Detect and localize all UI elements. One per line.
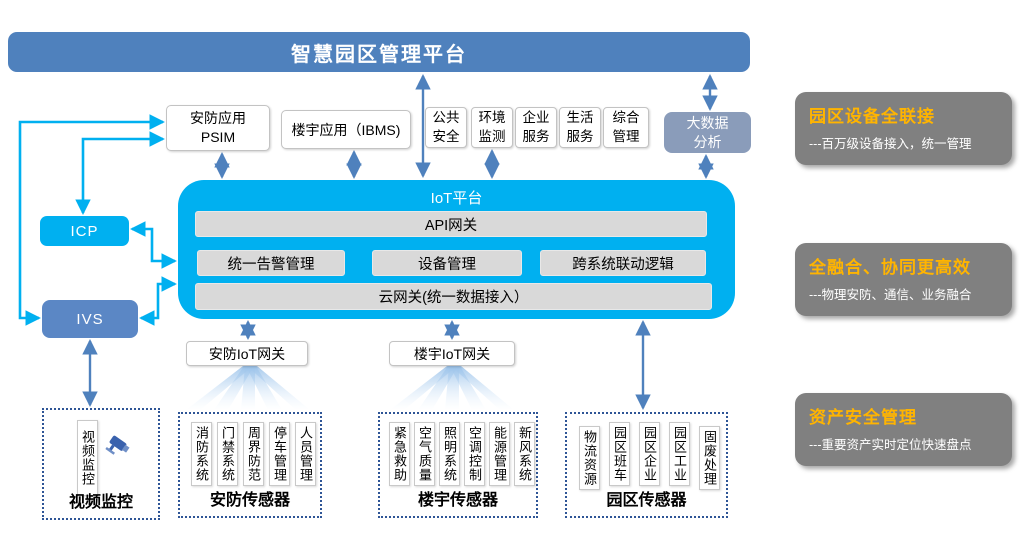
sensor-park-enterprise: 园区企业 (639, 422, 660, 486)
benefit-title: 全融合、协同更高效 (809, 258, 971, 277)
iot-platform-title: IoT平台 (430, 190, 483, 207)
sensor-park-industry: 园区工业 (669, 422, 690, 486)
sensor-fresh-air-system: 新风系统 (514, 422, 535, 486)
security-iot-gateway: 安防IoT网关 (186, 341, 308, 366)
module-alarm-mgmt: 统一告警管理 (197, 250, 345, 276)
sensor-perimeter-defense: 周界防范 (243, 422, 264, 486)
benefit-panel-asset-safety: 资产安全管理 ---重要资产实时定位快速盘点 (795, 393, 1012, 466)
benefit-panel-convergence: 全融合、协同更高效 ---物理安防、通信、业务融合 (795, 243, 1012, 316)
iot-platform: IoT平台 API网关 统一告警管理 设备管理 跨系统联动逻辑 云网关(统一数据… (178, 180, 735, 319)
sensor-energy-mgmt: 能源管理 (489, 422, 510, 486)
module-device-mgmt: 设备管理 (372, 250, 522, 276)
sensor-video-surveillance: 视频监控 (77, 420, 98, 496)
benefit-panel-device-connect: 园区设备全联接 ---百万级设备接入，统一管理 (795, 92, 1012, 165)
api-gateway-bar: API网关 (195, 211, 707, 237)
group-video-surveillance: 视频监控 视频监控 (42, 408, 160, 520)
bigdata-analysis-node: 大数据 分析 (664, 112, 751, 153)
benefit-desc: ---百万级设备接入，统一管理 (809, 137, 972, 151)
group-label-security: 安防传感器 (209, 492, 290, 509)
sensor-logistics-resource: 物流资源 (579, 426, 600, 490)
app-enterprise-service: 企业 服务 (515, 107, 557, 148)
sensor-fire-system: 消防系统 (191, 422, 212, 486)
sensor-air-quality: 空气质量 (414, 422, 435, 486)
sensor-access-control: 门禁系统 (217, 422, 238, 486)
app-public-safety: 公共 安全 (425, 107, 467, 148)
app-psim: 安防应用 PSIM (166, 105, 270, 151)
fan-security-gateway (186, 366, 310, 410)
cloud-gateway-bar: 云网关(统一数据接入） (195, 283, 712, 310)
link-icp-iot (130, 221, 177, 269)
benefit-desc: ---物理安防、通信、业务融合 (809, 288, 972, 302)
benefit-title: 资产安全管理 (809, 408, 917, 427)
sensor-personnel-mgmt: 人员管理 (295, 422, 316, 486)
benefit-title: 园区设备全联接 (809, 107, 935, 126)
app-general-mgmt: 综合 管理 (603, 107, 649, 148)
group-security-sensors: 消防系统 门禁系统 周界防范 停车管理 人员管理 安防传感器 (178, 412, 322, 518)
sensor-lighting-system: 照明系统 (439, 422, 460, 486)
fan-building-gateway (390, 366, 514, 410)
platform-title-banner: 智慧园区管理平台 (8, 32, 750, 72)
app-life-service: 生活 服务 (559, 107, 601, 148)
group-label-video: 视频监控 (68, 494, 133, 511)
sensor-parking-mgmt: 停车管理 (269, 422, 290, 486)
group-label-building: 楼宇传感器 (417, 492, 498, 509)
benefit-desc: ---重要资产实时定位快速盘点 (809, 438, 972, 452)
sensor-emergency-rescue: 紧急救助 (389, 422, 410, 486)
app-env-monitor: 环境 监测 (471, 107, 513, 148)
sensor-hvac-control: 空调控制 (464, 422, 485, 486)
ivs-node: IVS (42, 300, 138, 338)
group-park-sensors: 物流资源 园区班车 园区企业 园区工业 固废处理 园区传感器 (565, 412, 728, 518)
sensor-park-shuttle: 园区班车 (609, 422, 630, 486)
group-building-sensors: 紧急救助 空气质量 照明系统 空调控制 能源管理 新风系统 楼宇传感器 (378, 412, 538, 518)
building-iot-gateway: 楼宇IoT网关 (389, 341, 515, 366)
sensor-solid-waste: 固废处理 (699, 426, 720, 490)
module-cross-system-logic: 跨系统联动逻辑 (540, 250, 706, 276)
link-psim-icp (75, 131, 165, 215)
link-ivs-iot (139, 276, 177, 326)
camera-icon (105, 435, 130, 455)
group-label-park: 园区传感器 (606, 492, 687, 509)
app-ibms: 楼宇应用（IBMS) (281, 110, 411, 149)
icp-node: ICP (40, 216, 129, 246)
